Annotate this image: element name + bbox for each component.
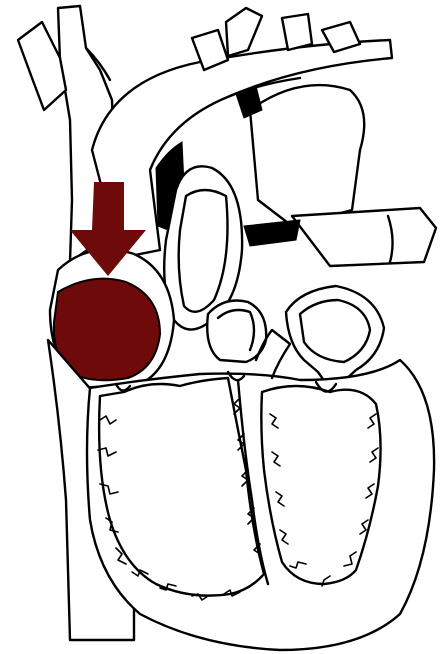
ventricles: [87, 360, 434, 650]
pulmonary-valve: [207, 301, 266, 363]
